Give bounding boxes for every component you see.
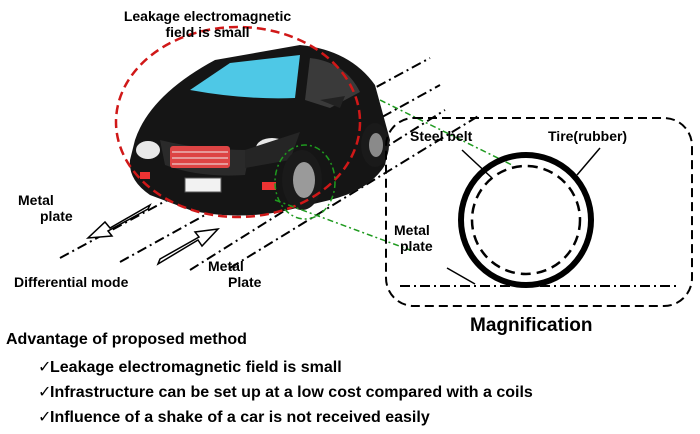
differential-mode-arrows bbox=[85, 203, 220, 266]
metal-plate-left-line2: plate bbox=[40, 208, 73, 224]
list-item-text: Influence of a shake of a car is not rec… bbox=[50, 409, 430, 426]
list-item: ✓Infrastructure can be set up at a low c… bbox=[38, 380, 533, 405]
inset-metal-plate-line1: Metal bbox=[394, 222, 430, 238]
magnification-title: Magnification bbox=[470, 315, 593, 336]
inset-metal-plate-line2: plate bbox=[400, 238, 433, 254]
inset-metal-plate-pointer bbox=[446, 267, 476, 285]
differential-mode-label: Differential mode bbox=[14, 274, 129, 290]
steel-belt-pointer bbox=[461, 149, 493, 179]
tire-outer bbox=[458, 152, 594, 288]
leakage-label: Leakage electromagnetic field is small bbox=[95, 8, 320, 40]
check-icon: ✓ bbox=[38, 359, 52, 376]
metal-plate-bottom-label: Metal Plate bbox=[208, 258, 261, 290]
list-item: ✓Leakage electromagnetic field is small bbox=[38, 355, 533, 380]
list-item-text: Infrastructure can be set up at a low co… bbox=[50, 384, 533, 401]
inset-metal-plate-label: Metal plate bbox=[394, 222, 433, 254]
steel-belt-circle bbox=[470, 164, 582, 276]
leakage-label-line1: Leakage electromagnetic bbox=[123, 8, 292, 24]
car-illustration bbox=[129, 45, 391, 216]
magnification-box bbox=[385, 117, 693, 307]
list-item: ✓Influence of a shake of a car is not re… bbox=[38, 405, 533, 430]
tire-rubber-label: Tire(rubber) bbox=[548, 128, 628, 144]
leakage-label-line2: field is small bbox=[165, 24, 250, 40]
metal-plate-bottom-line1: Metal bbox=[208, 258, 244, 274]
steel-belt-label: Steel belt bbox=[410, 128, 473, 144]
leakage-field-ellipse bbox=[114, 25, 362, 219]
magnification-guides bbox=[274, 99, 513, 251]
advantages-list: ✓Leakage electromagnetic field is small … bbox=[38, 355, 533, 430]
advantages-heading: Advantage of proposed method bbox=[6, 331, 247, 348]
check-icon: ✓ bbox=[38, 409, 52, 426]
tire-pointer bbox=[576, 147, 601, 176]
check-icon: ✓ bbox=[38, 384, 52, 401]
metal-plate-bottom-line2: Plate bbox=[228, 274, 262, 290]
metal-plate-left-line1: Metal bbox=[18, 192, 54, 208]
metal-plate-left-label: Metal plate bbox=[18, 192, 73, 224]
list-item-text: Leakage electromagnetic field is small bbox=[50, 359, 342, 376]
